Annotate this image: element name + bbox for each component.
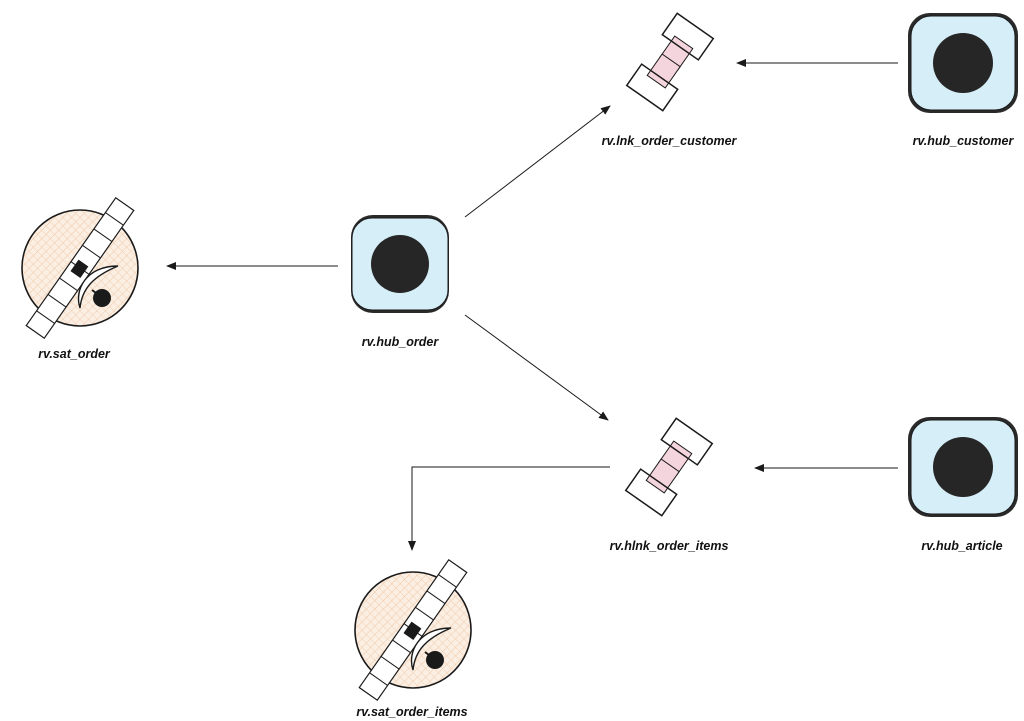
link-order-customer-label: rv.lnk_order_customer — [601, 134, 737, 148]
edge-hub-order-to-hlnk-order-items — [464, 314, 609, 421]
satellite-order-label: rv.sat_order — [38, 347, 110, 361]
hub-article-icon[interactable] — [908, 417, 1018, 517]
hub-order-label: rv.hub_order — [361, 335, 439, 349]
link-order-items-icon[interactable] — [624, 417, 714, 517]
hub-customer-icon[interactable] — [908, 13, 1018, 113]
edge-hlnk-order-items-to-sat-order-items — [408, 466, 610, 551]
link-order-items-label: rv.hlnk_order_items — [609, 539, 729, 553]
edge-hub-order-to-lnk-order-customer — [464, 105, 611, 218]
satellite-order-items-label: rv.sat_order_items — [356, 705, 468, 719]
satellite-order-icon[interactable] — [21, 196, 139, 340]
hub-customer-label: rv.hub_customer — [912, 134, 1014, 148]
satellite-order-items-icon[interactable] — [354, 558, 472, 702]
hub-order-icon[interactable] — [351, 215, 449, 313]
link-order-customer-icon[interactable] — [625, 12, 715, 112]
hub-article-label: rv.hub_article — [921, 539, 1003, 553]
edges — [166, 59, 898, 551]
